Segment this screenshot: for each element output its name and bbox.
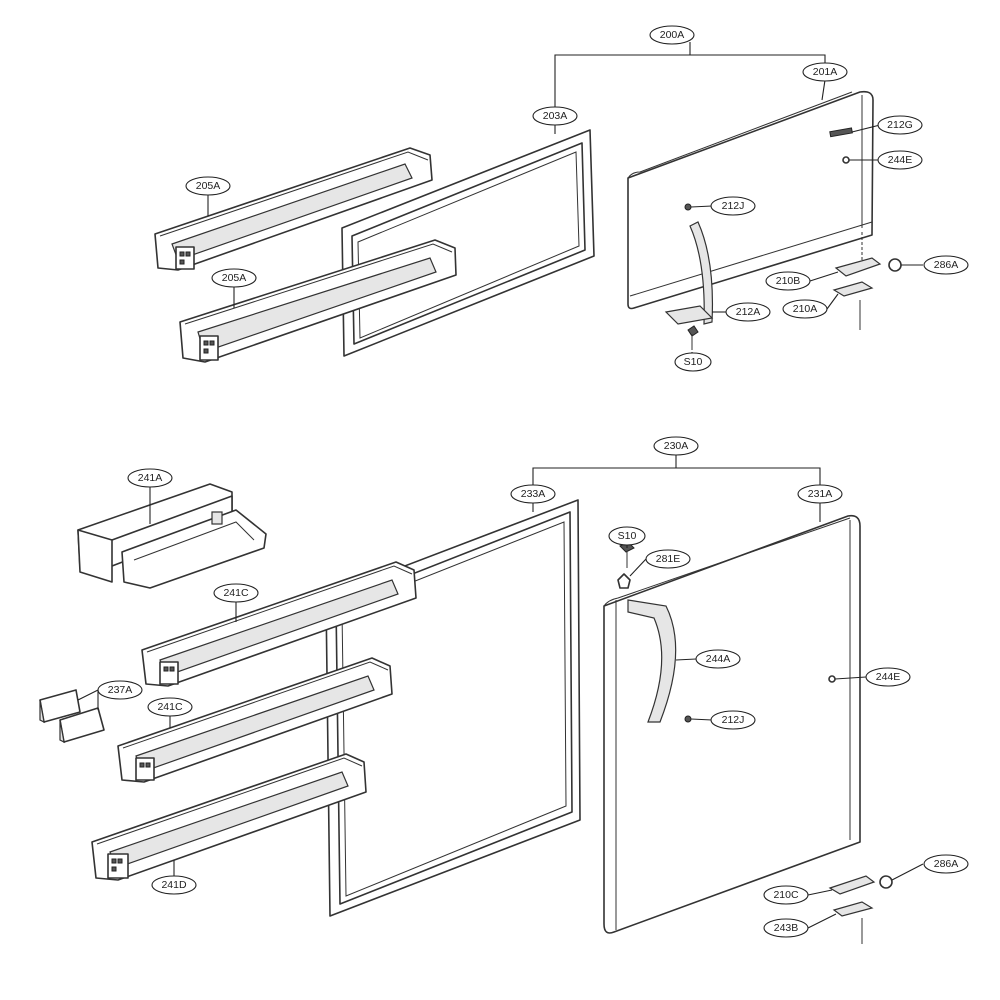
screw-and-cap bbox=[617, 541, 635, 589]
callout-237A: 237A bbox=[97, 680, 143, 700]
door-bin-241C-top bbox=[141, 561, 417, 687]
svg-text:233A: 233A bbox=[521, 488, 546, 500]
svg-text:S10: S10 bbox=[684, 356, 703, 368]
svg-text:200A: 200A bbox=[660, 29, 685, 41]
top-hinge-assembly bbox=[832, 232, 902, 330]
svg-text:244E: 244E bbox=[876, 671, 901, 683]
callout-210B: 210B bbox=[765, 271, 811, 291]
callout-210C: 210C bbox=[763, 885, 809, 905]
svg-text:210C: 210C bbox=[773, 889, 799, 901]
callout-200A: 200A bbox=[649, 25, 695, 45]
svg-text:212A: 212A bbox=[736, 306, 761, 318]
svg-text:286A: 286A bbox=[934, 259, 959, 271]
callout-203A: 203A bbox=[532, 106, 578, 126]
refrigerator-handle-244A bbox=[627, 599, 677, 723]
callout-286A-top: 286A bbox=[923, 255, 969, 275]
svg-text:231A: 231A bbox=[808, 488, 833, 500]
callout-212J-bottom: 212J bbox=[710, 710, 756, 730]
svg-text:241D: 241D bbox=[161, 879, 187, 891]
svg-text:201A: 201A bbox=[813, 66, 838, 78]
callout-205A-bottom: 205A bbox=[211, 268, 257, 288]
callout-286A-bottom: 286A bbox=[923, 854, 969, 874]
callout-210A: 210A bbox=[782, 299, 828, 319]
svg-text:281E: 281E bbox=[656, 553, 681, 565]
svg-text:243B: 243B bbox=[774, 922, 799, 934]
callout-244E-top: 244E bbox=[877, 150, 923, 170]
svg-text:237A: 237A bbox=[108, 684, 133, 696]
svg-text:286A: 286A bbox=[934, 858, 959, 870]
bracket-230A bbox=[532, 467, 821, 498]
callout-241A: 241A bbox=[127, 468, 173, 488]
svg-text:244E: 244E bbox=[888, 154, 913, 166]
callout-S10-bottom: S10 bbox=[608, 526, 646, 546]
callout-212A: 212A bbox=[725, 302, 771, 322]
svg-text:212G: 212G bbox=[887, 119, 913, 131]
door-bin-205A-top bbox=[154, 147, 433, 271]
bottom-hinge-assembly bbox=[828, 875, 893, 944]
bin-end-caps-237A bbox=[39, 689, 105, 744]
callout-243B: 243B bbox=[763, 918, 809, 938]
freezer-handle-212A bbox=[664, 221, 714, 350]
leader-lines bbox=[77, 79, 924, 929]
callout-241C-bottom: 241C bbox=[147, 697, 193, 717]
callout-231A: 231A bbox=[797, 484, 843, 504]
svg-text:241C: 241C bbox=[157, 701, 183, 713]
svg-text:210B: 210B bbox=[776, 275, 801, 287]
callout-212J-top: 212J bbox=[710, 196, 756, 216]
svg-text:241C: 241C bbox=[223, 587, 249, 599]
callout-241C-top: 241C bbox=[213, 583, 259, 603]
svg-text:S10: S10 bbox=[618, 530, 637, 542]
callout-201A: 201A bbox=[802, 62, 848, 82]
svg-text:210A: 210A bbox=[793, 303, 818, 315]
svg-text:212J: 212J bbox=[722, 714, 745, 726]
svg-text:244A: 244A bbox=[706, 653, 731, 665]
svg-text:212J: 212J bbox=[722, 200, 745, 212]
callout-244A: 244A bbox=[695, 649, 741, 669]
svg-text:205A: 205A bbox=[196, 180, 221, 192]
callout-212G: 212G bbox=[877, 115, 923, 135]
callout-230A: 230A bbox=[653, 436, 699, 456]
door-gasket-233A bbox=[325, 499, 581, 917]
svg-text:230A: 230A bbox=[664, 440, 689, 452]
svg-text:203A: 203A bbox=[543, 110, 568, 122]
dairy-box-241A bbox=[77, 483, 267, 589]
svg-text:241A: 241A bbox=[138, 472, 163, 484]
callout-241D: 241D bbox=[151, 875, 197, 895]
callout-233A: 233A bbox=[510, 484, 556, 504]
callout-281E: 281E bbox=[645, 549, 691, 569]
door-bin-241D bbox=[91, 753, 367, 881]
callout-S10-top: S10 bbox=[674, 352, 712, 372]
door-bin-241C-bottom bbox=[117, 657, 393, 783]
callout-244E-bottom: 244E bbox=[865, 667, 911, 687]
bracket-200A bbox=[554, 54, 826, 115]
door-bin-205A-bottom bbox=[179, 239, 457, 363]
svg-text:205A: 205A bbox=[222, 272, 247, 284]
callout-205A-top: 205A bbox=[185, 176, 231, 196]
